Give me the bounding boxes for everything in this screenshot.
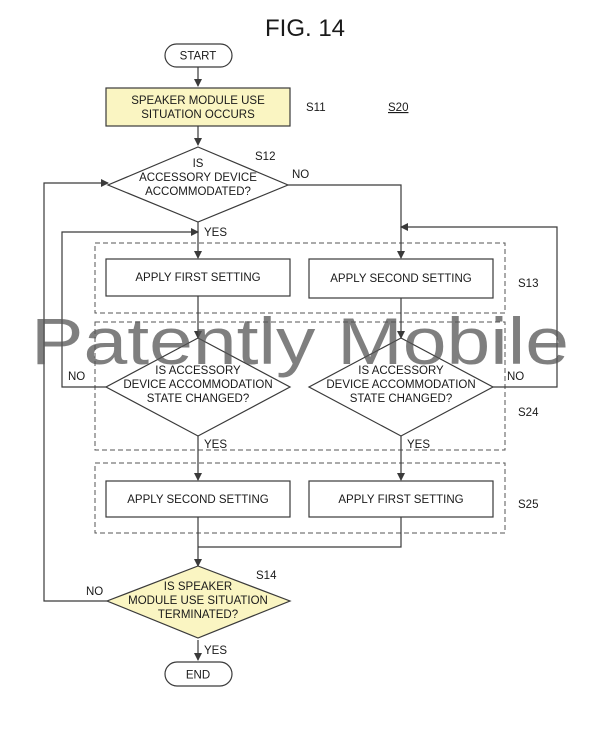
right-no-label: NO <box>507 371 524 383</box>
s14-decision: IS SPEAKER MODULE USE SITUATION TERMINAT… <box>105 565 292 639</box>
step-label-s13: S13 <box>518 278 538 290</box>
apply-second-setting-left: APPLY SECOND SETTING <box>105 480 291 518</box>
figure-title: FIG. 14 <box>265 15 345 42</box>
apply-second-setting-right: APPLY SECOND SETTING <box>308 258 494 299</box>
s11-line-1: SPEAKER MODULE USE <box>131 95 265 107</box>
step-label-s25: S25 <box>518 499 538 511</box>
step-label-s11: S11 <box>306 102 326 114</box>
changed-left-line-2: DEVICE ACCOMMODATION <box>123 379 272 391</box>
s12-line-3: ACCOMMODATED? <box>145 186 251 198</box>
end-label: END <box>186 670 210 682</box>
left-no-label: NO <box>68 371 85 383</box>
state-changed-decision-left: IS ACCESSORY DEVICE ACCOMMODATION STATE … <box>104 337 292 437</box>
s13-group <box>94 242 506 314</box>
s14-line-1: IS SPEAKER <box>164 581 232 593</box>
connectors <box>43 67 558 661</box>
left-yes-label: YES <box>204 439 227 451</box>
s12-no-label: NO <box>292 169 309 181</box>
apply-second-right-label: APPLY SECOND SETTING <box>330 273 471 285</box>
start-label: START <box>180 51 217 63</box>
s12-yes-label: YES <box>204 227 227 239</box>
changed-left-line-1: IS ACCESSORY <box>155 365 241 377</box>
s11-line-2: SITUATION OCCURS <box>141 109 255 121</box>
changed-right-line-1: IS ACCESSORY <box>358 365 444 377</box>
s25-group <box>94 462 506 534</box>
watermark: Patently Mobile <box>31 304 569 378</box>
s24-group <box>94 321 506 451</box>
changed-right-line-3: STATE CHANGED? <box>350 393 452 405</box>
s12-line-2: ACCESSORY DEVICE <box>139 172 257 184</box>
step-label-s12: S12 <box>255 151 275 163</box>
apply-first-left-label: APPLY FIRST SETTING <box>135 272 260 284</box>
apply-first-setting-right: APPLY FIRST SETTING <box>308 480 494 518</box>
changed-left-line-3: STATE CHANGED? <box>147 393 249 405</box>
s14-line-3: TERMINATED? <box>158 609 238 621</box>
changed-right-line-2: DEVICE ACCOMMODATION <box>326 379 475 391</box>
s12-decision: IS ACCESSORY DEVICE ACCOMMODATED? <box>106 146 290 223</box>
start-node: START <box>164 43 233 68</box>
right-yes-label: YES <box>407 439 430 451</box>
s12-line-1: IS <box>193 158 204 170</box>
end-node: END <box>164 661 233 687</box>
apply-first-right-label: APPLY FIRST SETTING <box>338 494 463 506</box>
s14-line-2: MODULE USE SITUATION <box>128 595 268 607</box>
s14-no-label: NO <box>86 586 103 598</box>
apply-second-left-label: APPLY SECOND SETTING <box>127 494 268 506</box>
step-label-s24: S24 <box>518 407 539 419</box>
apply-first-setting-left: APPLY FIRST SETTING <box>105 258 291 297</box>
step-label-s20: S20 <box>388 102 408 114</box>
s11-process: SPEAKER MODULE USE SITUATION OCCURS <box>105 87 291 127</box>
s14-yes-label: YES <box>204 645 227 657</box>
step-label-s14: S14 <box>256 570 277 582</box>
state-changed-decision-right: IS ACCESSORY DEVICE ACCOMMODATION STATE … <box>307 337 495 437</box>
